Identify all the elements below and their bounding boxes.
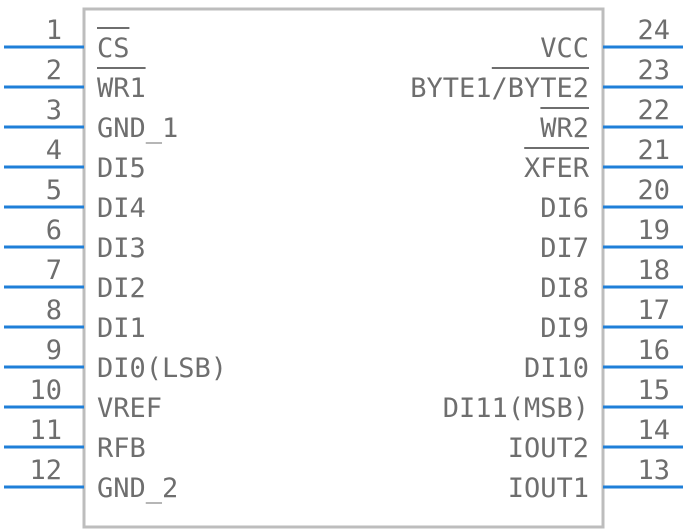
- pin-24-label: VCC: [540, 33, 589, 64]
- pin-21-label: XFER: [524, 153, 590, 184]
- pin-13-number: 13: [637, 455, 670, 486]
- pin-2-label: WR1: [97, 73, 146, 104]
- pin-7-label: DI2: [97, 273, 146, 304]
- pin-22-number: 22: [637, 95, 670, 126]
- pin-15-number: 15: [637, 375, 670, 406]
- pin-2-number: 2: [46, 55, 62, 86]
- pin-12-label: GND_2: [97, 473, 178, 504]
- pin-1-number: 1: [46, 15, 62, 46]
- pin-6-label: DI3: [97, 233, 146, 264]
- pin-23-number: 23: [637, 55, 670, 86]
- pin-4-label: DI5: [97, 153, 146, 184]
- pin-11-number: 11: [29, 415, 62, 446]
- pin-4-number: 4: [46, 135, 62, 166]
- pin-9-label: DI0(LSB): [97, 353, 227, 384]
- ic-body: [82, 7, 605, 529]
- pin-21-number: 21: [637, 135, 670, 166]
- pin-23-label: BYTE1/BYTE2: [410, 73, 589, 104]
- pin-13-label: IOUT1: [508, 473, 589, 504]
- pin-5-label: DI4: [97, 193, 146, 224]
- pin-9-number: 9: [46, 335, 62, 366]
- pin-18-label: DI8: [540, 273, 589, 304]
- pin-16-number: 16: [637, 335, 670, 366]
- pin-22-label: WR2: [540, 113, 589, 144]
- pin-1-label: CS: [97, 33, 130, 64]
- pin-10-label: VREF: [97, 393, 162, 424]
- pin-17-label: DI9: [540, 313, 589, 344]
- pin-14-number: 14: [637, 415, 670, 446]
- pin-7-number: 7: [46, 255, 62, 286]
- pin-10-number: 10: [29, 375, 62, 406]
- pin-3-label: GND_1: [97, 113, 178, 144]
- pin-19-number: 19: [637, 215, 670, 246]
- pin-20-number: 20: [637, 175, 670, 206]
- pin-24-number: 24: [637, 15, 670, 46]
- pin-15-label: DI11(MSB): [443, 393, 589, 424]
- pin-11-label: RFB: [97, 433, 146, 464]
- pin-20-label: DI6: [540, 193, 589, 224]
- pin-14-label: IOUT2: [508, 433, 589, 464]
- pin-8-number: 8: [46, 295, 62, 326]
- pin-5-number: 5: [46, 175, 62, 206]
- pin-3-number: 3: [46, 95, 62, 126]
- pin-12-number: 12: [29, 455, 62, 486]
- pin-16-label: DI10: [524, 353, 589, 384]
- pin-8-label: DI1: [97, 313, 146, 344]
- pin-6-number: 6: [46, 215, 62, 246]
- pin-17-number: 17: [637, 295, 670, 326]
- pin-18-number: 18: [637, 255, 670, 286]
- pin-19-label: DI7: [540, 233, 589, 264]
